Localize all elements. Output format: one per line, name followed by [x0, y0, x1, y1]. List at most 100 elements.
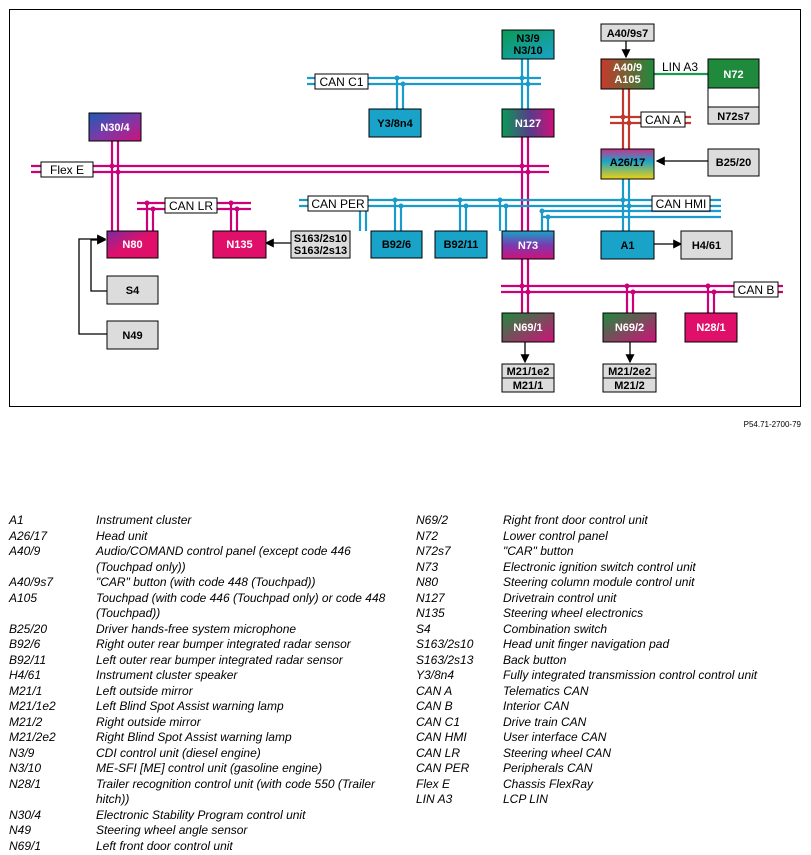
node-n135[interactable]: N135	[212, 230, 267, 259]
node-a26-17[interactable]: A26/17	[600, 148, 655, 180]
node-b92-6[interactable]: B92/6	[370, 230, 423, 259]
svg-text:M21/1e2: M21/1e2	[507, 366, 550, 378]
legend-code: CAN A	[416, 683, 453, 698]
legend-code: N127	[416, 590, 445, 605]
node-n69-2[interactable]: N69/2	[602, 312, 657, 343]
legend-code: A40/9s7	[9, 575, 54, 589]
node-m21-2e2-m21-2[interactable]: M21/2e2 M21/2	[602, 363, 657, 393]
bus-label-can-a: CAN A	[640, 111, 686, 128]
legend-description: Steering wheel electronics	[503, 606, 644, 620]
legend-item: N28/1 Trailer recognition control unit (w…	[9, 777, 409, 808]
legend-description: Instrument cluster	[96, 513, 192, 527]
svg-text:CAN LR: CAN LR	[169, 199, 213, 213]
svg-text:N3/10: N3/10	[513, 45, 542, 57]
legend-code: S163/2s13	[416, 652, 474, 667]
bus-label-can-per: CAN PER	[307, 195, 369, 212]
legend-description: Electronic Stability Program control uni…	[96, 807, 306, 822]
legend-description: Instrument cluster speaker	[96, 668, 238, 682]
legend-code: N69/2	[416, 513, 449, 527]
svg-text:N72: N72	[723, 69, 743, 81]
svg-text:S163/2s10: S163/2s10	[294, 233, 347, 245]
legend-code: N28/1	[9, 776, 42, 791]
legend-code: S163/2s10	[416, 637, 474, 651]
legend-code: M21/1e2	[9, 699, 56, 713]
legend-description: Driver hands-free system microphone	[96, 621, 297, 636]
node-n28-1[interactable]: N28/1	[684, 312, 738, 343]
svg-text:A1: A1	[620, 240, 634, 252]
node-n80[interactable]: N80	[106, 230, 159, 259]
node-n3-9-n3-10[interactable]: N3/9 N3/10	[501, 29, 555, 60]
bus-label-can-hmi: CAN HMI	[651, 195, 711, 212]
node-n73[interactable]: N73	[501, 230, 555, 260]
legend-code: B92/6	[9, 637, 41, 651]
svg-text:B92/6: B92/6	[382, 239, 411, 251]
node-n72s7[interactable]: N72s7	[707, 106, 760, 125]
svg-text:A40/9: A40/9	[613, 62, 642, 74]
svg-text:N72s7: N72s7	[717, 111, 749, 123]
svg-text:N3/9: N3/9	[516, 33, 539, 45]
node-n30-4[interactable]: N30/4	[88, 112, 142, 142]
node-n127[interactable]: N127	[501, 108, 555, 138]
legend-code: M21/1	[9, 683, 43, 698]
legend-code: N30/4	[9, 807, 42, 822]
legend-description: Head unit	[96, 528, 148, 543]
node-a40-9-a105[interactable]: A40/9 A105	[600, 58, 655, 90]
legend-item: M21/1 Left outside mirror	[9, 684, 409, 700]
legend-description: Telematics CAN	[503, 683, 589, 698]
legend-description: Back button	[503, 652, 567, 667]
legend-description: Left outside mirror	[96, 683, 193, 698]
legend-code: CAN HMI	[416, 730, 467, 744]
node-a1[interactable]: A1	[600, 230, 655, 260]
legend-description: Audio/COMAND control panel (except code …	[96, 544, 351, 574]
legend-code: M21/2	[9, 714, 43, 729]
svg-text:CAN A: CAN A	[645, 113, 681, 127]
legend-description: Left outer rear bumper integrated radar …	[96, 652, 343, 667]
legend-item: CAN HMI User interface CAN	[416, 730, 809, 746]
bus-label-can-c1: CAN C1	[314, 73, 369, 90]
node-b92-11[interactable]: B92/11	[434, 230, 488, 259]
legend-description: Right Blind Spot Assist warning lamp	[96, 730, 292, 744]
svg-text:A26/17: A26/17	[610, 157, 645, 169]
svg-text:Flex E: Flex E	[50, 163, 84, 177]
legend-code: N3/9	[9, 745, 35, 760]
node-s163-2s10-2s13[interactable]: S163/2s10 S163/2s13	[290, 230, 351, 259]
node-s4[interactable]: S4	[106, 275, 159, 305]
legend-code: N72	[416, 528, 439, 543]
node-n49[interactable]: N49	[106, 320, 159, 350]
legend-description: CDI control unit (diesel engine)	[96, 745, 261, 760]
node-h4-61[interactable]: H4/61	[680, 230, 733, 260]
legend-item: N30/4 Electronic Stability Program contro…	[9, 808, 409, 824]
legend-item: N3/9 CDI control unit (diesel engine)	[9, 746, 409, 762]
legend-description: Combination switch	[503, 621, 608, 636]
legend-code: N3/10	[9, 761, 42, 775]
node-n72[interactable]: N72	[707, 58, 760, 89]
legend-description: Steering wheel angle sensor	[96, 823, 248, 837]
svg-text:N73: N73	[518, 240, 538, 252]
legend-description: User interface CAN	[503, 730, 607, 744]
node-m21-1e2-m21-1[interactable]: M21/1e2 M21/1	[501, 363, 555, 393]
legend-description: Trailer recognition control unit (with c…	[96, 776, 376, 807]
legend-code: Flex E	[416, 776, 451, 791]
legend-description: ME-SFI [ME] control unit (gasoline engin…	[96, 761, 323, 775]
node-y3-8n4[interactable]: Y3/8n4	[368, 108, 422, 138]
legend-code: CAN C1	[416, 714, 461, 729]
svg-text:Y3/8n4: Y3/8n4	[377, 118, 413, 130]
svg-text:N127: N127	[515, 118, 541, 130]
legend-code: N73	[416, 559, 439, 574]
node-n69-1[interactable]: N69/1	[501, 312, 555, 343]
node-a40-9s7[interactable]: A40/9s7	[600, 23, 655, 42]
node-b25-20[interactable]: B25/20	[707, 148, 760, 177]
